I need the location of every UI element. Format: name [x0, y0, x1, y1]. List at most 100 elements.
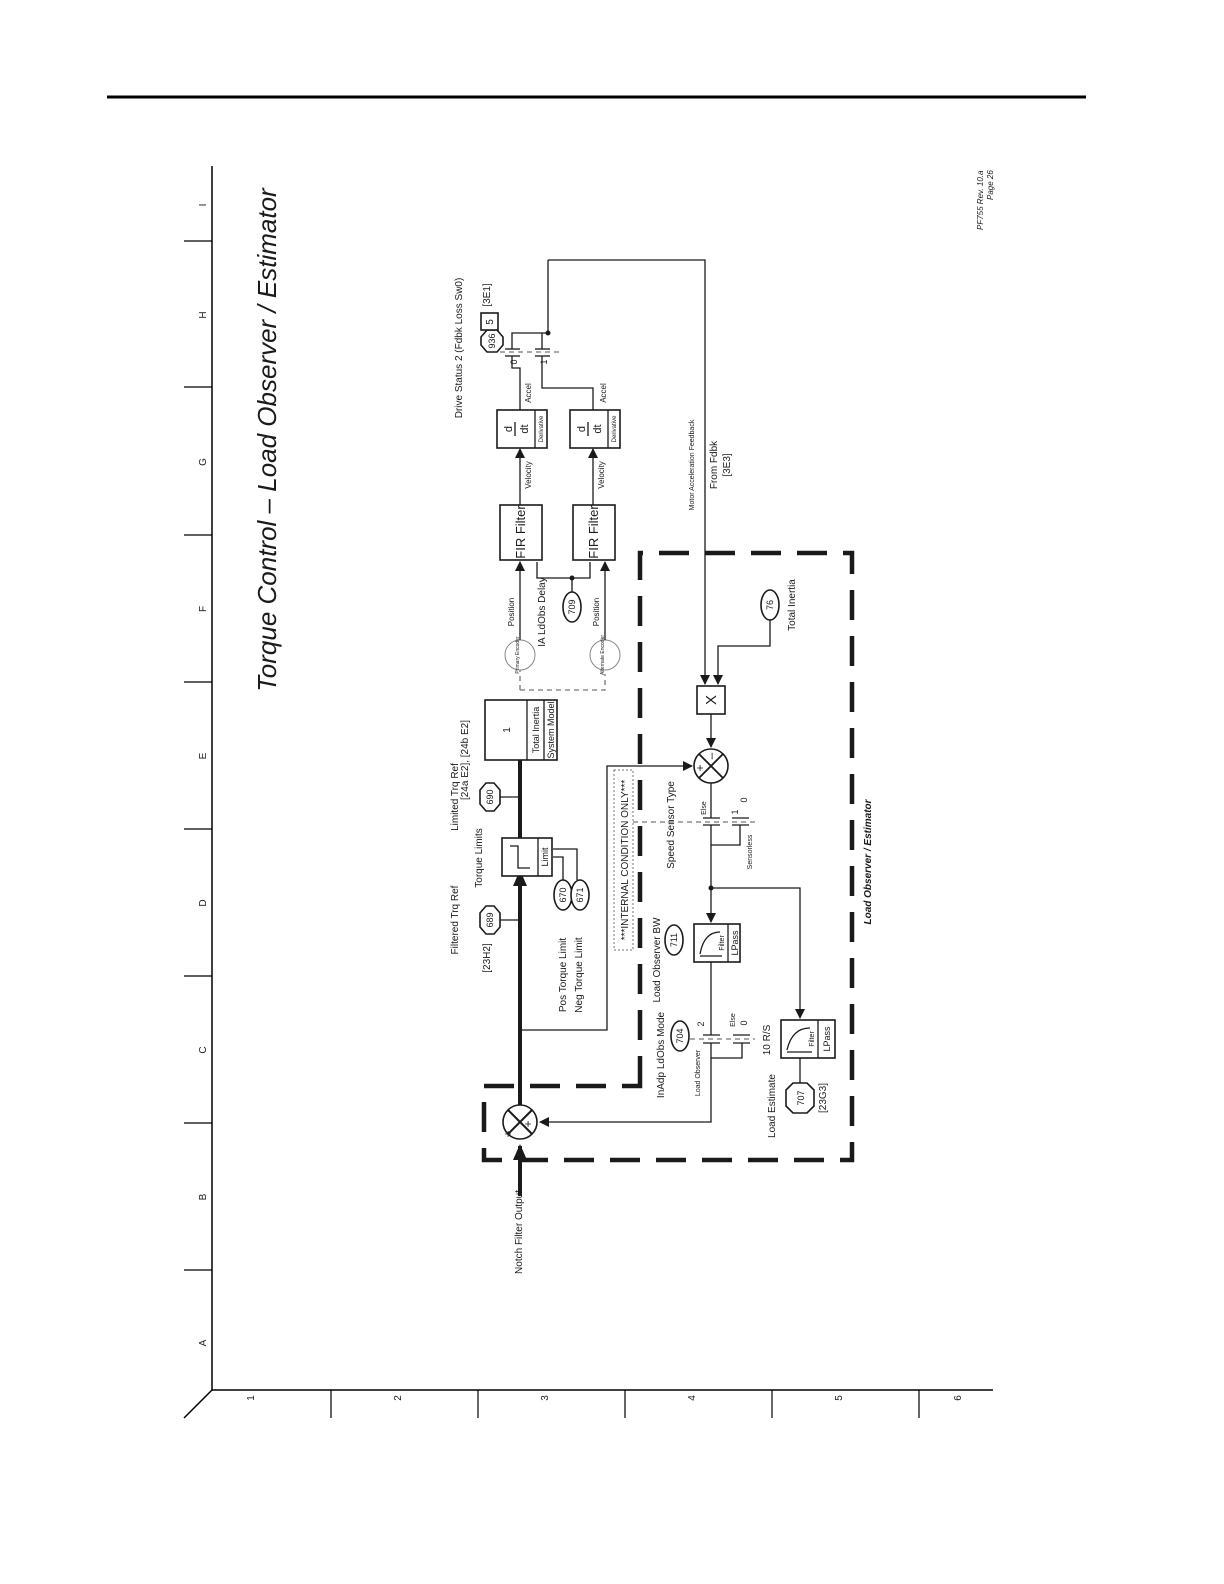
- alternate-encoder-text: Alternate Encoder: [600, 635, 606, 675]
- lpass-filter-estimate-lpass: LPass: [822, 1026, 832, 1052]
- load-estimate-text: Load Estimate: [767, 1074, 778, 1138]
- param-707-number: 707: [796, 1090, 806, 1105]
- param-936-badge: [480, 329, 504, 353]
- system-model-block: [484, 699, 558, 761]
- drive-status-bit-number: 5: [485, 319, 496, 325]
- summer-observer-plus: +: [693, 764, 707, 771]
- notch-filter-text: Notch Filter Output: [514, 1190, 525, 1274]
- grid-number-6: 6: [953, 1395, 964, 1401]
- derivative-primary-label: Derivative: [539, 415, 545, 442]
- param-689-number: 689: [485, 912, 495, 927]
- fir-filter-primary: [499, 504, 543, 561]
- param-670-number: 670: [558, 887, 568, 902]
- grid-number-4: 4: [687, 1395, 698, 1401]
- system-model-value: 1: [502, 727, 513, 733]
- param-704-badge: [670, 1020, 690, 1052]
- lpass-filter-observer-lpass: LPass: [730, 930, 740, 956]
- derivative-alternate-label: Derivative: [612, 415, 618, 442]
- param-711-number: 711: [669, 933, 679, 947]
- torque-limits-text: Torque Limits: [474, 828, 485, 887]
- system-model-label1: Total Inertia: [531, 707, 541, 754]
- grid-letter-f: F: [198, 606, 209, 612]
- drive-status-bit: [480, 312, 499, 331]
- from-fdbk-label: From Fdbk: [709, 440, 720, 489]
- neg-torque-limit-label: Neg Torque Limit: [574, 937, 585, 1013]
- notch-filter-label: Notch Filter Output: [514, 1190, 525, 1274]
- limited-trq-ref-label: Limited Trq Ref: [450, 763, 461, 831]
- speed-sensor-sensorless: Sensorless: [747, 834, 754, 869]
- primary-encoder-label: Primary Encoder: [515, 636, 521, 674]
- param-704-number: 704: [675, 1028, 685, 1043]
- motor-accel-fdbk-label: Motor Acceleration Feedback: [689, 419, 696, 510]
- revision-line2: Page 26: [986, 170, 995, 200]
- inadp-mode-zero: 0: [739, 1020, 749, 1025]
- derivative-primary: [496, 409, 548, 449]
- derivative-alternate: [569, 409, 621, 449]
- system-model-label2: System Model: [546, 701, 556, 758]
- param-936-number: 936: [487, 333, 497, 348]
- grid-letter-i: I: [198, 204, 209, 207]
- grid-letter-a: A: [198, 1339, 209, 1346]
- inadp-mode-load-observer: Load Observer: [695, 1049, 702, 1096]
- summer-observer-minus: –: [704, 752, 718, 759]
- speed-sensor-type-text: Speed Sensor Type: [666, 781, 677, 869]
- position-label-alternate: Position: [592, 598, 601, 626]
- rs-label: 10 R/S: [762, 1024, 773, 1055]
- filtered-trq-ref-text: Filtered Trq Ref: [450, 885, 461, 954]
- fir-filter-primary-label: FIR Filter: [513, 505, 528, 559]
- load-observer-bw-label: Load Observer BW: [652, 917, 663, 1003]
- ldobs-delay-label: IA LdObs Delay: [537, 577, 548, 646]
- grid-frame: [183, 166, 993, 1419]
- param-76-number: 76: [765, 600, 775, 610]
- limit-symbol: [510, 845, 530, 869]
- load-estimate-label: Load Estimate: [767, 1074, 778, 1138]
- load-observer-region: [481, 550, 855, 1163]
- param-689-badge: [479, 905, 501, 935]
- accel-label-primary: Accel: [524, 383, 533, 403]
- system-model-xref: [24a E2], [24b E2]: [460, 720, 471, 800]
- inadp-mode-label: InAdp LdObs Mode: [656, 1011, 667, 1098]
- fir-filter-alternate-label: FIR Filter: [586, 505, 601, 559]
- limited-trq-ref-text: Limited Trq Ref: [450, 763, 461, 831]
- torque-limits-block: [501, 837, 553, 877]
- param-711-badge: [664, 924, 684, 956]
- derivative-primary-dt: dt: [519, 424, 531, 433]
- grid-letter-h: H: [198, 311, 209, 318]
- drive-status-label: Drive Status 2 (Fdbk Loss Sw0): [454, 278, 465, 419]
- multiplier-label: X: [703, 695, 720, 705]
- velocity-label-alternate: Velocity: [597, 461, 606, 489]
- summer-main-plus2: +: [521, 1120, 535, 1127]
- pos-torque-limit-label: Pos Torque Limit: [558, 938, 569, 1013]
- accel-label-alternate: Accel: [599, 383, 608, 403]
- grid-number-5: 5: [834, 1395, 845, 1401]
- drive-status-xref: [3E1]: [482, 283, 493, 307]
- multiplier-block: [696, 685, 726, 715]
- from-fdbk-xref: [3E3]: [722, 453, 733, 477]
- switch-fdbk-1: 1: [539, 359, 549, 364]
- internal-condition-label: ***INTERNAL CONDITION ONLY***: [620, 780, 631, 941]
- param-690-badge: [479, 782, 501, 812]
- param-671-badge: [570, 879, 590, 911]
- internal-condition-box: [613, 769, 634, 951]
- grid-number-2: 2: [393, 1395, 404, 1401]
- fir-filter-alternate: [572, 504, 616, 561]
- param-690-number: 690: [485, 789, 495, 804]
- alternate-encoder-label: Alternate Encoder: [600, 635, 606, 675]
- param-671-number: 671: [575, 887, 585, 902]
- speed-sensor-type-label: Speed Sensor Type: [666, 781, 677, 869]
- param-709-number: 709: [567, 599, 577, 614]
- load-observer-region-label: Load Observer / Estimator: [863, 798, 874, 924]
- revision-note: PF755 Rev. 10.a Page 26: [976, 170, 995, 230]
- summer-main-plus1: +: [501, 1130, 515, 1137]
- derivative-alternate-d: d: [576, 426, 588, 432]
- filtered-trq-ref-label: Filtered Trq Ref: [450, 885, 461, 954]
- primary-encoder-text: Primary Encoder: [515, 636, 521, 674]
- speed-sensor-one: 1: [730, 809, 740, 814]
- total-inertia-label: Total Inertia: [787, 579, 798, 631]
- grid-number-1: 1: [246, 1395, 257, 1401]
- limit-label: Limit: [540, 847, 550, 867]
- load-estimate-xref: [23G3]: [818, 1083, 829, 1113]
- drive-status-text: Drive Status 2 (Fdbk Loss Sw0): [454, 278, 465, 419]
- lpass-filter-observer-filter: Filter: [719, 935, 726, 951]
